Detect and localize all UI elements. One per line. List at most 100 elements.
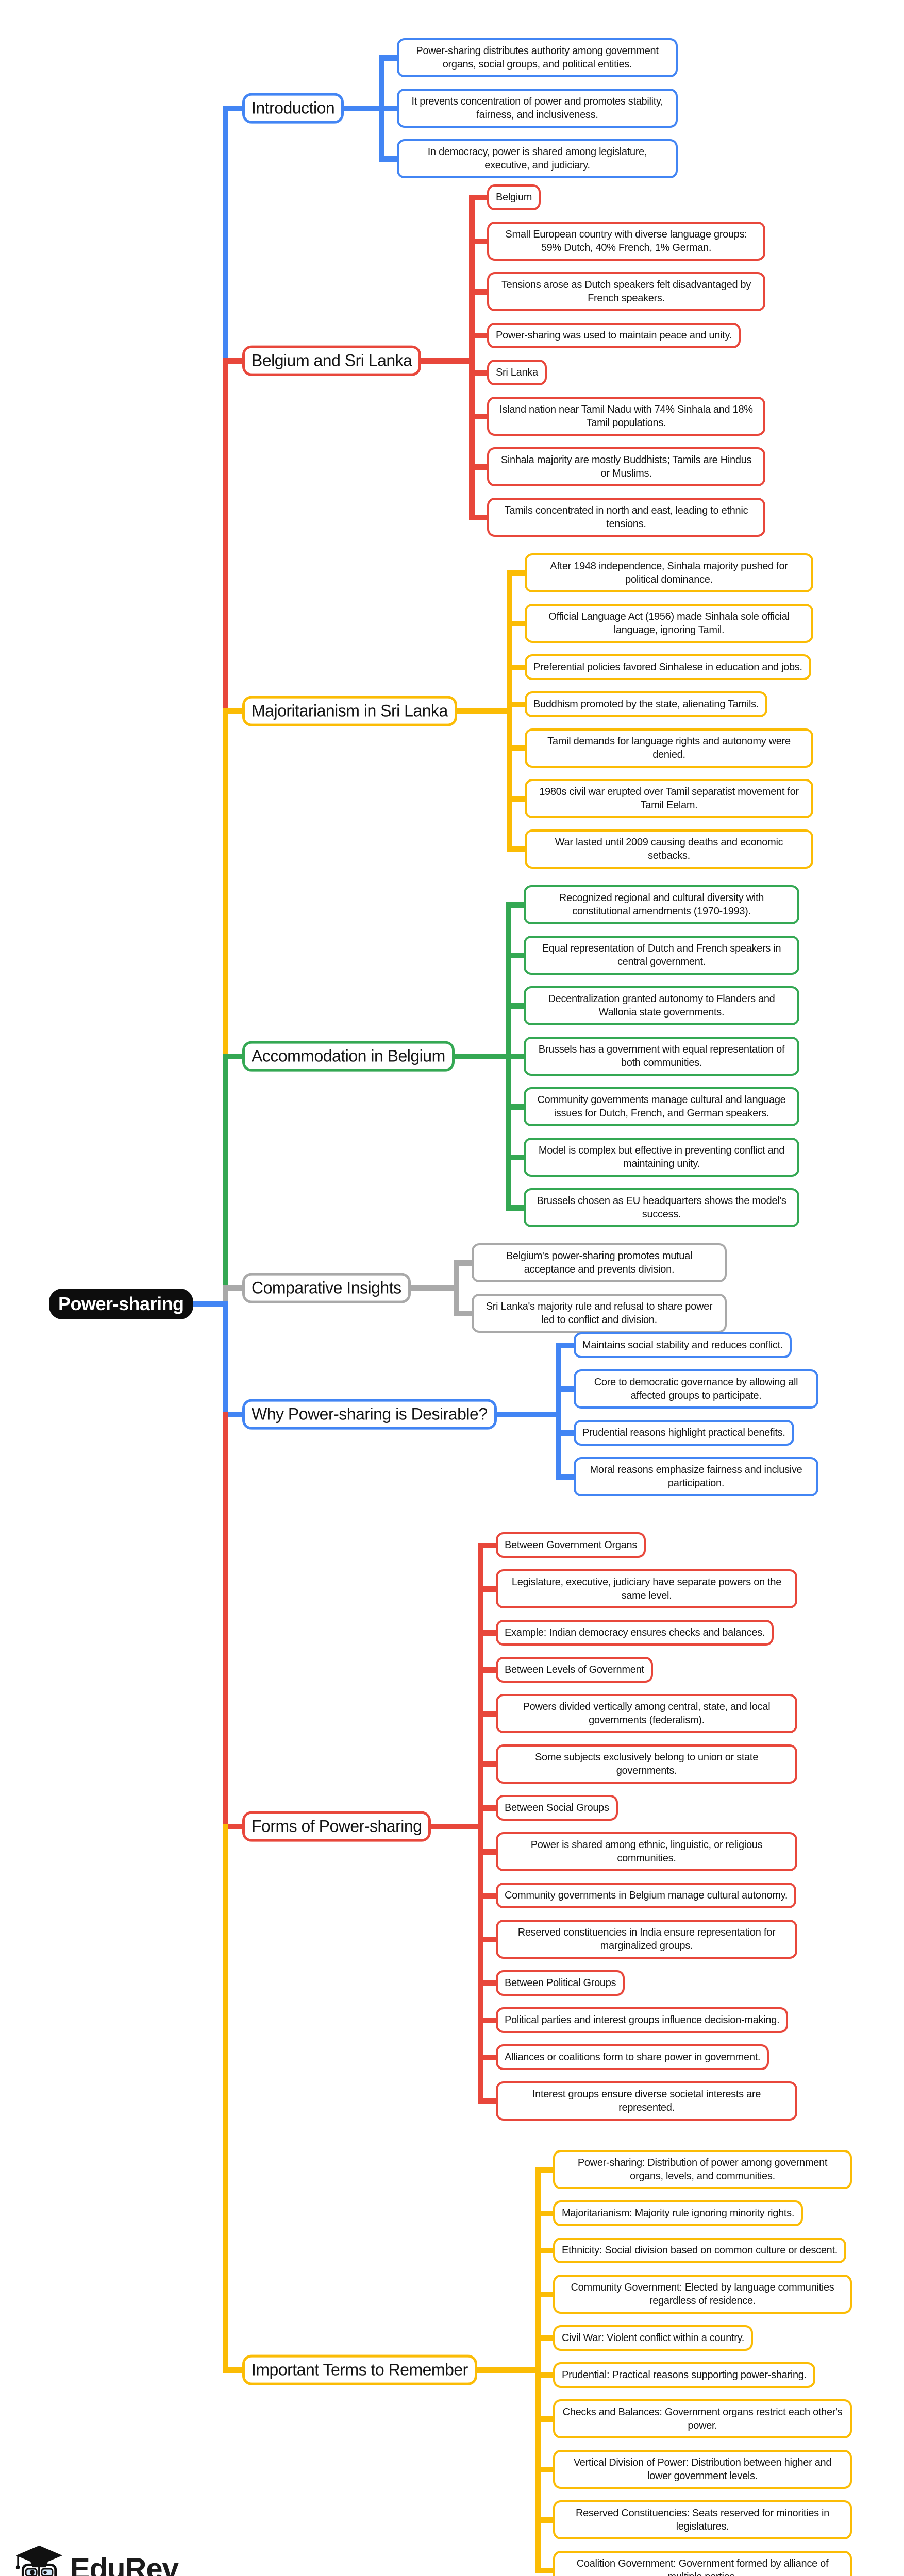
leaf-node: Tensions arose as Dutch speakers felt di… xyxy=(487,272,765,311)
branch-children-accommodation-in-belgium: Recognized regional and cultural diversi… xyxy=(524,885,799,1227)
connector-line xyxy=(468,194,487,200)
branch-topic-accommodation-in-belgium: Accommodation in Belgium xyxy=(242,1041,455,1072)
connector-line xyxy=(477,1892,496,1899)
leaf-node: Official Language Act (1956) made Sinhal… xyxy=(525,604,813,643)
connector-line xyxy=(506,570,525,576)
leaf-node: Example: Indian democracy ensures checks… xyxy=(496,1620,774,1646)
connector-line xyxy=(505,1104,524,1110)
connector-line xyxy=(477,2367,541,2373)
leaf-node: Community governments manage cultural an… xyxy=(524,1087,799,1126)
leaf-node: Checks and Balances: Government organs r… xyxy=(553,2399,852,2438)
leaf-node: Prudential reasons highlight practical b… xyxy=(574,1420,794,1446)
leaf-node: Powers divided vertically among central,… xyxy=(496,1694,797,1733)
connector-line xyxy=(505,902,511,1211)
edurev-mascot-icon xyxy=(15,2545,63,2576)
leaf-node: In democracy, power is shared among legi… xyxy=(397,139,678,178)
connector-line xyxy=(222,1053,242,1059)
connector-line xyxy=(222,1823,228,2373)
connector-line xyxy=(506,745,525,751)
branch-children-important-terms-to-remember: Power-sharing: Distribution of power amo… xyxy=(553,2150,852,2576)
connector-line xyxy=(222,2367,242,2373)
leaf-node: Core to democratic governance by allowin… xyxy=(574,1369,818,1409)
connector-line xyxy=(222,105,242,111)
connector-line xyxy=(534,2567,553,2573)
branch-topic-important-terms-to-remember: Important Terms to Remember xyxy=(242,2354,477,2385)
connector-line xyxy=(222,105,228,364)
connector-line xyxy=(477,1936,496,1942)
connector-line xyxy=(534,2517,553,2523)
leaf-node: Reserved constituencies in India ensure … xyxy=(496,1920,797,1959)
connector-line xyxy=(477,1542,496,1548)
connector-line xyxy=(534,2166,553,2173)
leaf-node: Brussels chosen as EU headquarters shows… xyxy=(524,1188,799,1227)
connector-line xyxy=(534,2372,553,2378)
leaf-node: Buddhism promoted by the state, alienati… xyxy=(525,691,768,717)
connector-line xyxy=(477,1805,496,1811)
connector-line xyxy=(477,1542,483,2104)
connector-line xyxy=(506,795,525,802)
leaf-node: Sri Lanka xyxy=(487,360,547,385)
leaf-node: Moral reasons emphasize fairness and inc… xyxy=(574,1457,818,1496)
connector-line xyxy=(477,1980,496,1986)
connector-line xyxy=(534,2291,553,2297)
leaf-node: Civil War: Violent conflict within a cou… xyxy=(553,2325,754,2351)
leaf-node: Island nation near Tamil Nadu with 74% S… xyxy=(487,397,765,436)
connector-line xyxy=(378,105,397,111)
connector-line xyxy=(477,1586,496,1592)
leaf-node: Maintains social stability and reduces c… xyxy=(574,1332,792,1358)
leaf-node: It prevents concentration of power and p… xyxy=(397,89,678,128)
leaf-node: Between Social Groups xyxy=(496,1795,618,1821)
root-node-power-sharing: Power-sharing xyxy=(49,1289,193,1319)
connector-line xyxy=(468,194,475,520)
connector-line xyxy=(555,1430,574,1436)
leaf-node: Preferential policies favored Sinhalese … xyxy=(525,654,811,680)
leaf-node: Alliances or coalitions form to share po… xyxy=(496,2044,769,2070)
connector-line xyxy=(534,2335,553,2341)
connector-line xyxy=(505,1205,524,1211)
connector-line xyxy=(477,1761,496,1767)
connector-line xyxy=(411,1285,459,1291)
connector-line xyxy=(534,2466,553,2472)
leaf-node: Between Political Groups xyxy=(496,1970,625,1996)
connector-line xyxy=(222,1053,228,1291)
connector-line xyxy=(421,358,475,364)
connector-line xyxy=(534,2210,553,2216)
leaf-node: Some subjects exclusively belong to unio… xyxy=(496,1744,797,1784)
connector-line xyxy=(506,846,525,852)
leaf-node: Small European country with diverse lang… xyxy=(487,222,765,261)
connector-line xyxy=(477,1849,496,1855)
connector-line xyxy=(505,1154,524,1160)
branch-topic-why-power-sharing-is-desirable: Why Power-sharing is Desirable? xyxy=(242,1399,497,1430)
connector-line xyxy=(453,1260,472,1266)
connector-line xyxy=(555,1342,574,1348)
leaf-node: Power-sharing: Distribution of power amo… xyxy=(553,2150,852,2189)
leaf-node: Sinhala majority are mostly Buddhists; T… xyxy=(487,447,765,486)
connector-line xyxy=(555,1342,561,1480)
connector-line xyxy=(193,1301,228,1307)
connector-line xyxy=(468,464,487,470)
leaf-node: Community governments in Belgium manage … xyxy=(496,1883,797,1908)
connector-line xyxy=(222,1823,242,1829)
connector-line xyxy=(506,664,525,670)
leaf-node: Between Government Organs xyxy=(496,1532,646,1558)
connector-line xyxy=(506,701,525,707)
leaf-node: 1980s civil war erupted over Tamil separ… xyxy=(525,779,813,818)
connector-line xyxy=(505,1003,524,1009)
connector-line xyxy=(455,1053,511,1059)
connector-line xyxy=(431,1823,483,1829)
connector-line xyxy=(468,514,487,520)
connector-line xyxy=(453,1310,472,1316)
leaf-node: War lasted until 2009 causing deaths and… xyxy=(525,829,813,869)
connector-line xyxy=(505,952,524,958)
branch-topic-introduction: Introduction xyxy=(242,93,344,124)
branch-children-majoritarianism-in-sri-lanka: After 1948 independence, Sinhala majorit… xyxy=(525,553,813,869)
leaf-node: Model is complex but effective in preven… xyxy=(524,1138,799,1177)
branch-children-introduction: Power-sharing distributes authority amon… xyxy=(397,38,678,178)
leaf-node: Coalition Government: Government formed … xyxy=(553,2551,852,2576)
leaf-node: Majoritarianism: Majority rule ignoring … xyxy=(553,2200,803,2226)
branch-topic-majoritarianism-in-sri-lanka: Majoritarianism in Sri Lanka xyxy=(242,696,457,726)
connector-line xyxy=(505,902,524,908)
branch-children-comparative-insights: Belgium's power-sharing promotes mutual … xyxy=(472,1243,727,1333)
connector-line xyxy=(505,1053,524,1059)
